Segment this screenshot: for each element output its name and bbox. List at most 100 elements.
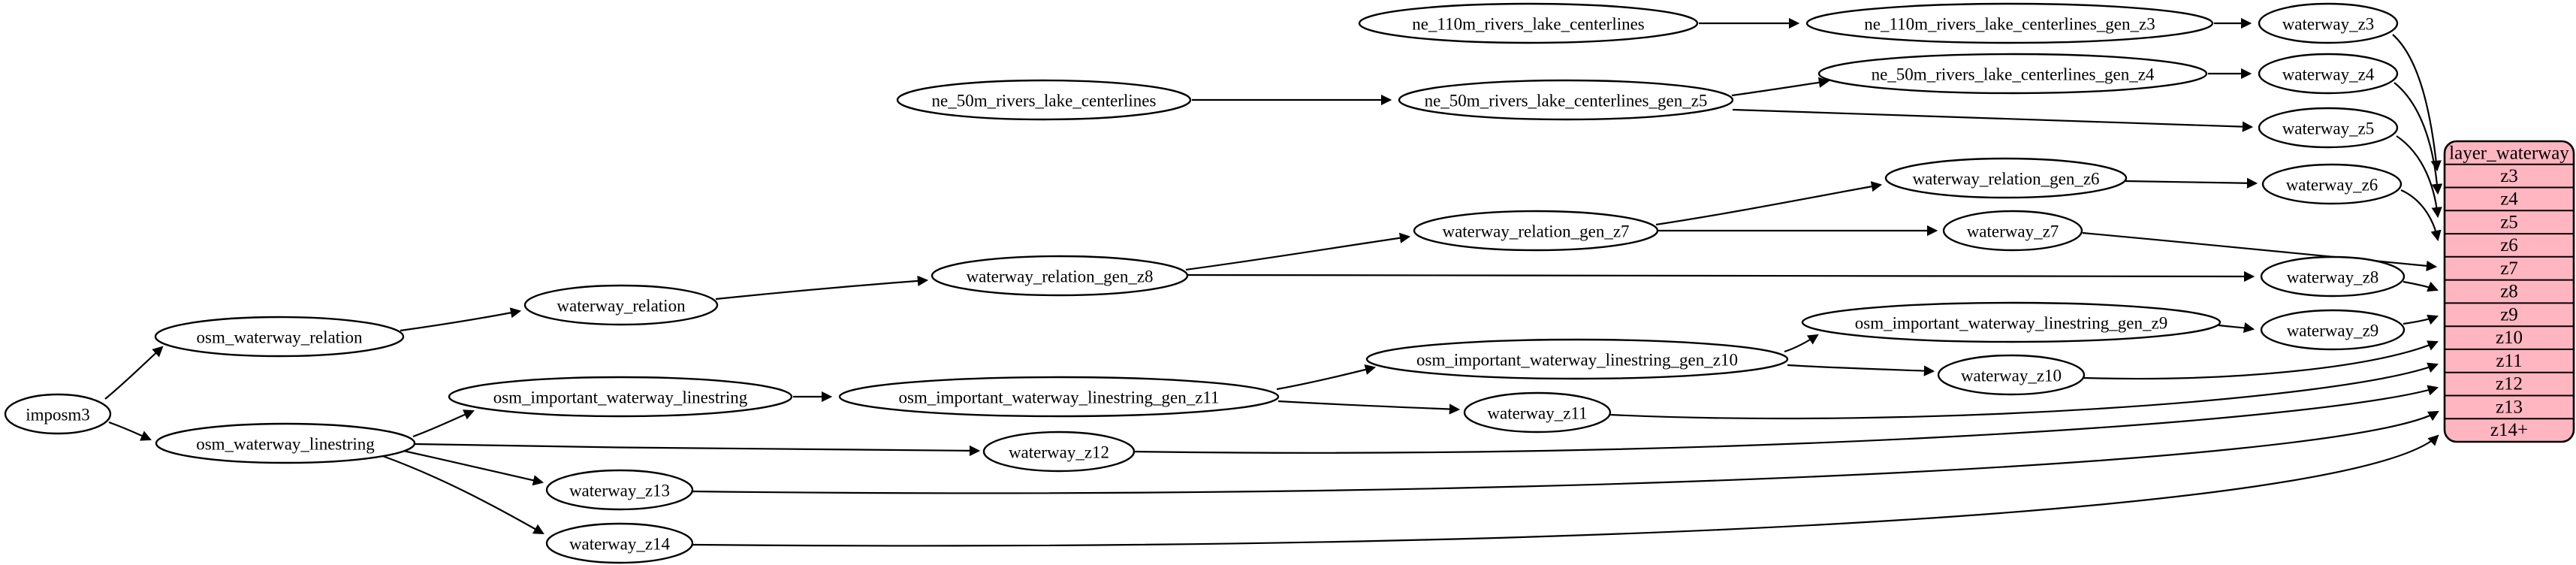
node-ne_50m_rivers_lake_centerlines_gen_z5: ne_50m_rivers_lake_centerlines_gen_z5: [1398, 79, 1734, 121]
node-waterway_z7-shape: [1942, 210, 2083, 252]
node-osm_waterway_linestring-label: osm_waterway_linestring: [196, 435, 375, 454]
node-osm_important_waterway_linestring_gen_z11-label: osm_important_waterway_linestring_gen_z1…: [898, 388, 1219, 407]
edge-imposm3-osm_waterway_linestring: [108, 421, 152, 441]
edge-osm_waterway_linestring-waterway_z13: [403, 449, 544, 486]
node-waterway_relation_gen_z7-shape: [1413, 210, 1659, 252]
table-row-z5: z5: [2500, 213, 2518, 233]
edge-imposm3-osm_waterway_relation: [104, 346, 164, 400]
node-waterway_relation-shape: [523, 284, 719, 326]
node-ne_50m_rivers_lake_centerlines-shape: [896, 79, 1192, 121]
edge-osm_waterway_linestring-osm_important_waterway_linestring: [412, 409, 475, 438]
edge-gen_z10-gen_z9: [1784, 334, 1819, 353]
node-waterway_relation_gen_z7-label: waterway_relation_gen_z7: [1442, 222, 1629, 241]
table-row-z11: z11: [2496, 351, 2522, 371]
edge-waterway_relation_gen_z8-waterway_relation_gen_z7: [1185, 232, 1411, 271]
node-waterway_relation_gen_z6-shape: [1884, 157, 2128, 199]
node-ne_50m_rivers_lake_centerlines_gen_z4: ne_50m_rivers_lake_centerlines_gen_z4: [1817, 53, 2208, 95]
node-waterway_z11-label: waterway_z11: [1487, 404, 1587, 423]
node-waterway_z6-shape: [2261, 163, 2403, 205]
node-waterway_z4-label: waterway_z4: [2282, 65, 2375, 84]
node-waterway_z9-label: waterway_z9: [2287, 322, 2379, 340]
edge-osm_waterway_linestring-waterway_z14: [380, 454, 544, 535]
node-waterway_z13: waterway_z13: [545, 469, 694, 511]
node-waterway_z11: waterway_z11: [1463, 391, 1612, 434]
node-waterway_z14: waterway_z14: [545, 522, 694, 564]
layer-waterway-table-title: layer_waterway: [2449, 144, 2569, 164]
node-osm_waterway_relation: osm_waterway_relation: [154, 316, 405, 358]
node-ne_50m_rivers_lake_centerlines-label: ne_50m_rivers_lake_centerlines: [932, 92, 1157, 110]
node-ne_50m_rivers_lake_centerlines_gen_z4-label: ne_50m_rivers_lake_centerlines_gen_z4: [1872, 65, 2155, 84]
layer-waterway-table-frame: [2443, 140, 2575, 443]
node-osm_important_waterway_linestring-label: osm_important_waterway_linestring: [493, 388, 748, 407]
node-waterway_z8-shape: [2260, 255, 2406, 298]
layer-waterway-table: layer_waterway z3 z4 z5 z6 z7 z8 z9 z10 …: [2443, 140, 2575, 443]
edge-gen_z10-waterway_z10: [1787, 364, 1935, 376]
node-waterway_z11-shape: [1463, 391, 1612, 434]
node-layer: imposm3 osm_waterway_relation osm_waterw…: [4, 2, 2406, 564]
node-waterway_z10: waterway_z10: [1937, 354, 2086, 396]
node-osm_waterway_linestring-shape: [155, 422, 416, 464]
node-osm_important_waterway_linestring_gen_z9-shape: [1801, 301, 2222, 343]
node-ne_50m_rivers_lake_centerlines_gen_z5-label: ne_50m_rivers_lake_centerlines_gen_z5: [1425, 92, 1708, 110]
node-waterway_z8-label: waterway_z8: [2287, 268, 2379, 287]
edge-waterway_z13-row_z13: [692, 410, 2439, 494]
table-row-z14plus: z14+: [2490, 420, 2528, 440]
node-waterway_z6-label: waterway_z6: [2286, 176, 2378, 195]
node-waterway_z3-label: waterway_z3: [2282, 15, 2375, 34]
node-waterway_z12: waterway_z12: [982, 431, 1136, 473]
node-waterway_relation_gen_z6-label: waterway_relation_gen_z6: [1912, 170, 2099, 189]
table-row-z10: z10: [2496, 328, 2523, 348]
edge-waterway_z10-row_z10: [2083, 340, 2439, 380]
edge-waterway_z12-row_z12: [1132, 385, 2439, 454]
node-imposm3-label: imposm3: [26, 406, 90, 425]
edge-waterway_relation-waterway_relation_gen_z8: [715, 275, 929, 301]
node-waterway_z4-shape: [2258, 53, 2399, 95]
node-waterway_z5: waterway_z5: [2258, 107, 2399, 149]
edge-osm_waterway_relation-waterway_relation: [400, 307, 522, 332]
node-waterway_relation-label: waterway_relation: [557, 297, 686, 316]
node-osm_important_waterway_linestring_gen_z11-shape: [838, 376, 1280, 418]
node-waterway_z3-shape: [2258, 2, 2399, 44]
table-row-z8: z8: [2500, 282, 2518, 302]
node-waterway_z14-shape: [545, 522, 694, 564]
edge-waterway_z7-row_z7: [2082, 231, 2438, 272]
node-osm_important_waterway_linestring_gen_z10: osm_important_waterway_linestring_gen_z1…: [1365, 338, 1789, 380]
edge-waterway_relation_gen_z6-waterway_z6: [2125, 177, 2258, 189]
table-row-z9: z9: [2500, 305, 2518, 325]
table-row-z6: z6: [2500, 235, 2518, 255]
edge-waterway_relation_gen_z7-waterway_relation_gen_z6: [1655, 181, 1883, 226]
node-waterway_z9: waterway_z9: [2260, 309, 2406, 351]
node-waterway_z14-label: waterway_z14: [569, 535, 671, 554]
node-osm_important_waterway_linestring_gen_z10-label: osm_important_waterway_linestring_gen_z1…: [1416, 351, 1738, 370]
table-row-z7: z7: [2500, 258, 2518, 279]
node-ne_110m_rivers_lake_centerlines_gen_z3-shape: [1805, 2, 2214, 44]
table-row-z12: z12: [2496, 374, 2523, 394]
node-osm_important_waterway_linestring_gen_z9-label: osm_important_waterway_linestring_gen_z9: [1855, 314, 2167, 333]
node-ne_110m_rivers_lake_centerlines_gen_z3: ne_110m_rivers_lake_centerlines_gen_z3: [1805, 2, 2214, 44]
node-osm_important_waterway_linestring_gen_z9: osm_important_waterway_linestring_gen_z9: [1801, 301, 2222, 343]
node-waterway_z7-label: waterway_z7: [1967, 222, 2059, 241]
edge-waterway_z9-row_z9: [2403, 314, 2439, 325]
node-waterway_relation_gen_z6: waterway_relation_gen_z6: [1884, 157, 2128, 199]
node-waterway_z12-label: waterway_z12: [1009, 443, 1109, 462]
node-waterway_relation_gen_z8-label: waterway_relation_gen_z8: [966, 267, 1153, 286]
node-osm_waterway_relation-shape: [154, 316, 405, 358]
edge-waterway_z3-row_z3: [2392, 34, 2442, 172]
edge-ne_50m_gen_z5-waterway_z5: [1732, 108, 2254, 132]
node-waterway_z5-shape: [2258, 107, 2399, 149]
node-waterway_z4: waterway_z4: [2258, 53, 2399, 95]
edge-gen_z11-waterway_z11: [1277, 400, 1461, 415]
edge-layer: [104, 17, 2443, 547]
node-osm_waterway_relation-label: osm_waterway_relation: [197, 328, 363, 347]
edge-waterway_z5-row_z5: [2396, 135, 2442, 219]
node-waterway_z10-shape: [1937, 354, 2086, 396]
edge-ne_50m_gen_z5-ne_50m_gen_z4: [1731, 77, 1830, 97]
edge-osm_waterway_linestring-waterway_z12: [414, 443, 981, 457]
node-osm_important_waterway_linestring: osm_important_waterway_linestring: [448, 376, 793, 418]
edge-gen_z9-waterway_z9: [2218, 322, 2255, 334]
node-waterway_z8: waterway_z8: [2260, 255, 2406, 298]
node-ne_50m_rivers_lake_centerlines_gen_z5-shape: [1398, 79, 1734, 121]
node-osm_important_waterway_linestring_gen_z10-shape: [1365, 338, 1789, 380]
node-ne_50m_rivers_lake_centerlines: ne_50m_rivers_lake_centerlines: [896, 79, 1192, 121]
